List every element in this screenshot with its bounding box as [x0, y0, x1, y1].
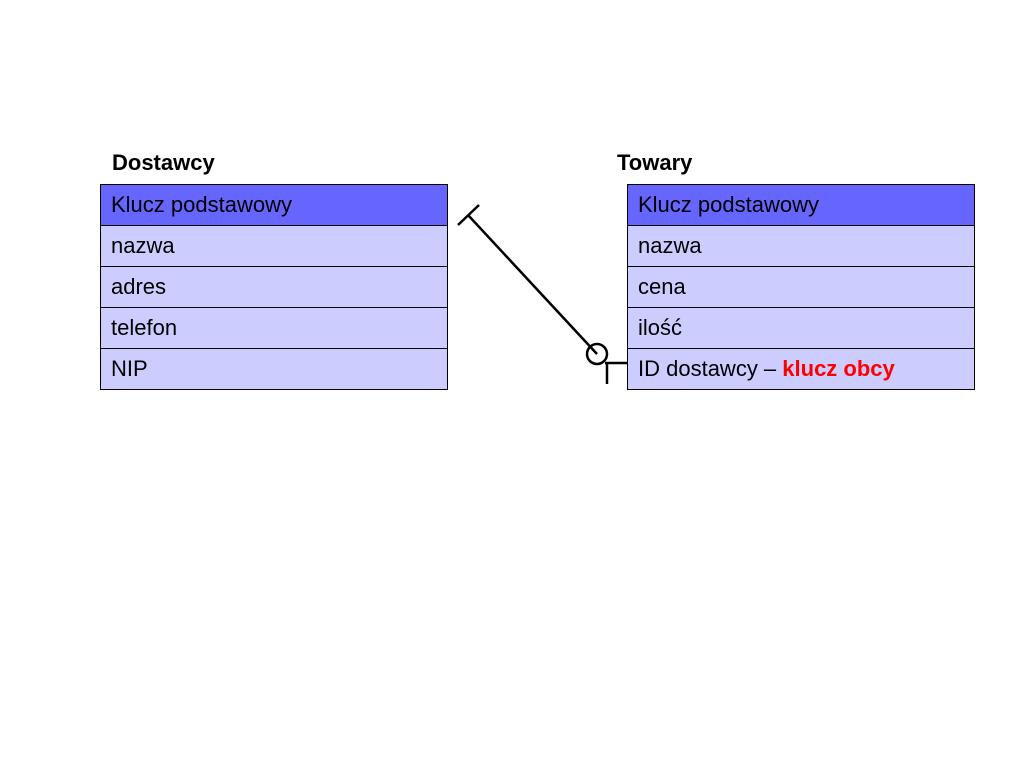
dostawcy-table: Klucz podstawowy nazwa adres telefon NIP: [100, 184, 448, 390]
dostawcy-pk-cell: Klucz podstawowy: [100, 184, 448, 226]
towary-field-cena: cena: [627, 266, 975, 308]
towary-field-row: cena: [627, 266, 975, 308]
relationship-line: [467, 214, 598, 355]
towary-pk-cell: Klucz podstawowy: [627, 184, 975, 226]
dostawcy-field-row: adres: [100, 266, 448, 308]
dostawcy-field-row: nazwa: [100, 225, 448, 267]
fk-label: klucz obcy: [782, 356, 895, 381]
towary-fk-row: ID dostawcy – klucz obcy: [627, 348, 975, 390]
fk-field-name: ID dostawcy –: [638, 356, 783, 381]
towary-fk-cell: ID dostawcy – klucz obcy: [627, 348, 975, 390]
dostawcy-field-nip: NIP: [100, 348, 448, 390]
towary-title: Towary: [617, 150, 693, 175]
zero-cardinality-circle: [585, 342, 609, 366]
dostawcy-pk-row: Klucz podstawowy: [100, 184, 448, 226]
dostawcy-field-nazwa: nazwa: [100, 225, 448, 267]
dostawcy-title: Dostawcy: [112, 150, 215, 175]
towary-field-ilosc: ilość: [627, 307, 975, 349]
towary-pk-row: Klucz podstawowy: [627, 184, 975, 226]
towary-table: Klucz podstawowy nazwa cena ilość ID dos…: [627, 184, 975, 390]
towary-field-row: nazwa: [627, 225, 975, 267]
towary-field-nazwa: nazwa: [627, 225, 975, 267]
one-cardinality-mark: [457, 204, 480, 226]
towary-field-row: ilość: [627, 307, 975, 349]
dostawcy-field-row: NIP: [100, 348, 448, 390]
dostawcy-field-adres: adres: [100, 266, 448, 308]
